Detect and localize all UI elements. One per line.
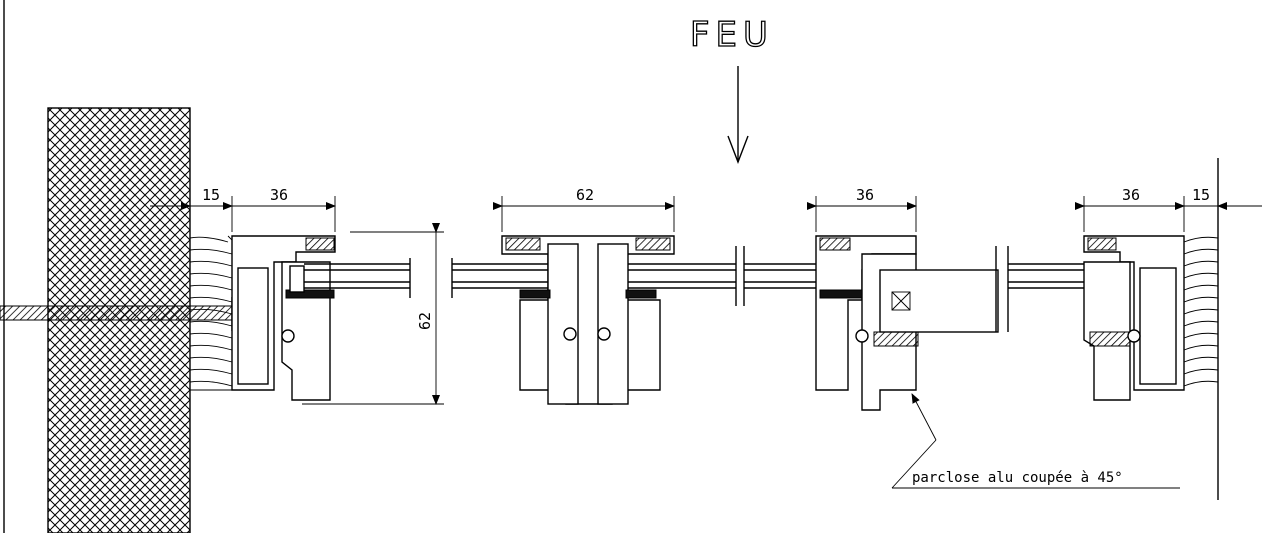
annotation-text: parclose alu coupée à 45° xyxy=(912,470,1123,486)
center-mullion-profile xyxy=(501,235,675,405)
left-frame-profile xyxy=(231,235,336,401)
annotation-leader xyxy=(891,393,1180,489)
fire-direction-arrow xyxy=(727,66,749,164)
dim-left-profile: 36 xyxy=(270,186,288,204)
dim-right-profile: 36 xyxy=(1122,186,1140,204)
dim-vertical-depth: 62 xyxy=(416,312,434,330)
dim-center-profile: 62 xyxy=(576,186,594,204)
left-glass-pane xyxy=(304,258,411,298)
dim-right-inner-profile: 36 xyxy=(856,186,874,204)
right-insulation xyxy=(1183,236,1219,387)
dim-left-gap: 15 xyxy=(202,186,220,204)
drawing-title: FEU xyxy=(690,15,774,55)
dimension-lines xyxy=(150,196,1262,405)
dim-right-gap: 15 xyxy=(1192,186,1210,204)
right-inner-profile xyxy=(815,235,999,411)
right-frame-profile xyxy=(1083,235,1185,401)
